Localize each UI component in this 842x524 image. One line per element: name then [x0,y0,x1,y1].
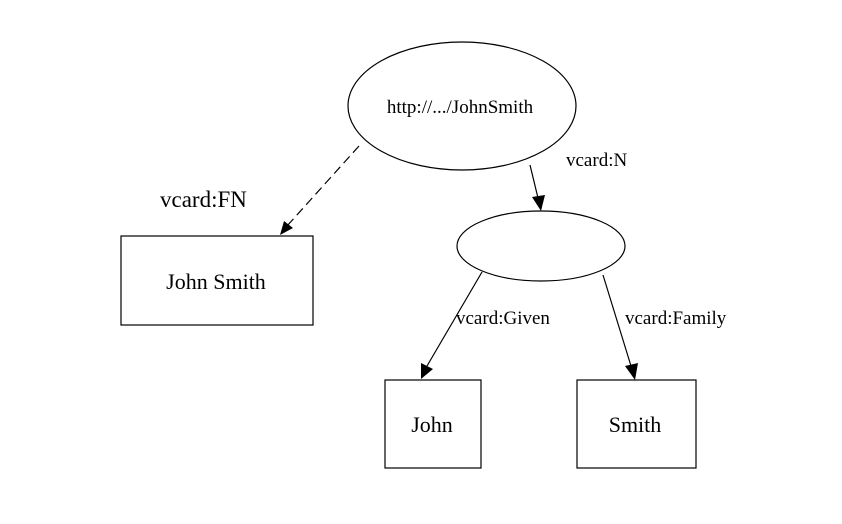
edge-given-arrowhead [421,363,433,379]
edge-given: vcard:Given [421,271,550,379]
subject-node: http://.../JohnSmith [347,41,577,171]
blank-ellipse [456,210,626,282]
edge-fn-arrowhead [280,221,293,235]
given-box [384,379,482,469]
given-label: John [411,412,453,437]
edge-fn-label: vcard:FN [160,187,247,212]
given-node: John [384,379,482,469]
edge-fn-line [286,145,360,227]
family-node: Smith [576,379,697,469]
edge-n: vcard:N [529,150,627,211]
family-box [576,379,697,469]
edge-n-label: vcard:N [566,150,627,171]
subject-ellipse [347,41,577,171]
edge-fn: vcard:FN [160,145,360,235]
full-name-node: John Smith [120,235,314,326]
edge-given-line [426,271,483,367]
blank-node [456,210,626,282]
family-label: Smith [609,412,662,437]
full-name-label: John Smith [166,269,266,294]
edge-family-label: vcard:Family [625,308,727,329]
edge-family-arrowhead [625,363,638,380]
subject-label: http://.../JohnSmith [387,97,534,118]
edge-n-arrowhead [532,195,545,211]
edge-given-label: vcard:Given [456,308,550,329]
edge-family-line [602,274,632,367]
edge-family: vcard:Family [602,274,727,380]
full-name-box [120,235,314,326]
edge-n-line [529,164,539,199]
